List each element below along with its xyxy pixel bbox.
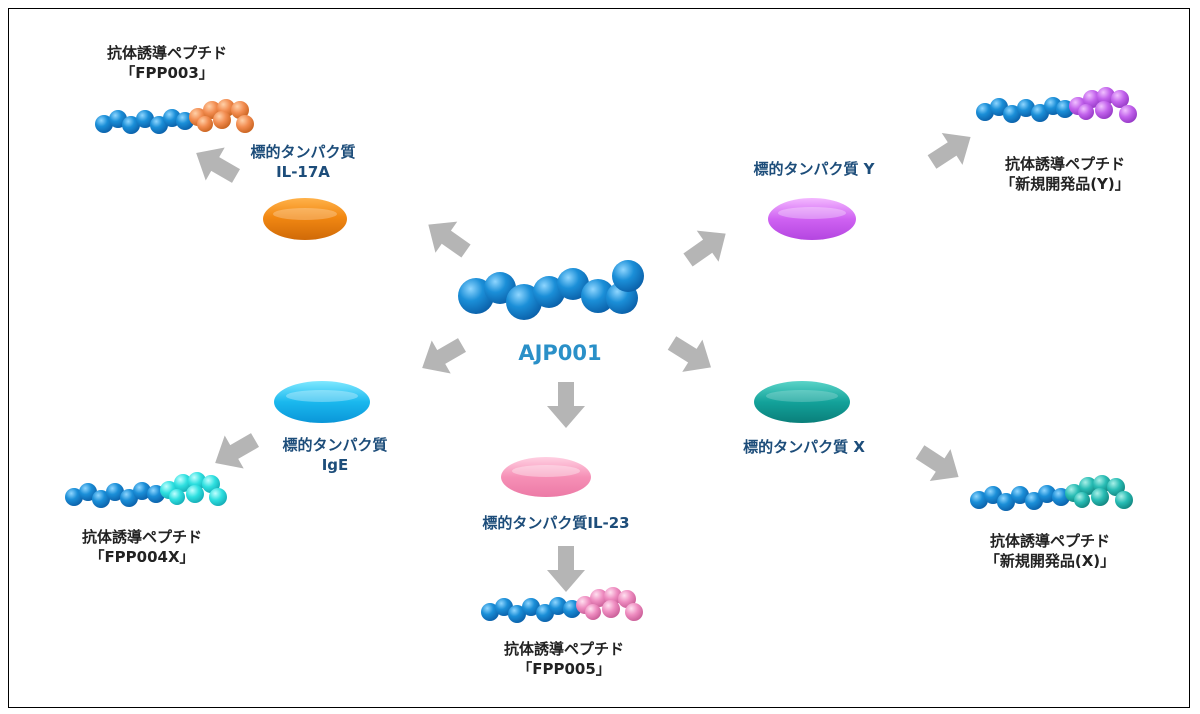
arrow-to-target-y (677, 218, 737, 276)
arrow-to-fpp005 (547, 546, 585, 592)
target-label-ige: 標的タンパク質 IgE (260, 436, 410, 475)
peptide-label-new-x: 抗体誘導ペプチド 「新規開発品(X)」 (965, 532, 1135, 571)
peptide-label-fpp003: 抗体誘導ペプチド 「FPP003」 (92, 44, 242, 83)
ajp001-text: AJP001 (518, 341, 602, 365)
new-y-line1: 抗体誘導ペプチド (1004, 155, 1125, 173)
target-label-il17a: 標的タンパク質 IL-17A (228, 143, 378, 182)
target-ellipse-y-icon (768, 198, 856, 240)
peptide-chain-fpp003-icon (95, 99, 254, 134)
peptide-label-new-y: 抗体誘導ペプチド 「新規開発品(Y)」 (980, 155, 1150, 194)
target-il23-line1: 標的タンパク質IL-23 (482, 514, 630, 532)
arrow-to-new-y (921, 121, 981, 178)
arrow-to-new-x (909, 436, 969, 493)
target-ige-line2: IgE (321, 455, 349, 474)
target-label-y: 標的タンパク質 Y (734, 160, 894, 180)
new-x-line1: 抗体誘導ペプチド (989, 532, 1110, 550)
peptide-chain-new-y-icon (976, 87, 1137, 123)
arrow-to-ige (412, 328, 472, 385)
target-ellipse-il17a-icon (263, 198, 347, 240)
target-label-x: 標的タンパク質 X (724, 438, 884, 458)
new-x-line2: 「新規開発品(X)」 (984, 551, 1116, 570)
fpp005-line2: 「FPP005」 (517, 659, 611, 678)
arrow-to-il17a (417, 209, 477, 267)
fpp004x-line2: 「FPP004X」 (89, 547, 195, 566)
fpp003-line1: 抗体誘導ペプチド (106, 44, 227, 62)
ajp001-molecule-icon (458, 260, 644, 320)
peptide-label-fpp004x: 抗体誘導ペプチド 「FPP004X」 (62, 528, 222, 567)
fpp005-line1: 抗体誘導ペプチド (503, 640, 624, 658)
target-ige-line1: 標的タンパク質 (282, 436, 388, 454)
fpp003-line2: 「FPP003」 (120, 63, 214, 82)
peptide-chain-new-x-icon (970, 475, 1133, 511)
target-il17a-line2: IL-17A (276, 162, 330, 181)
fpp004x-line1: 抗体誘導ペプチド (81, 528, 202, 546)
arrow-to-target-x (661, 326, 722, 384)
target-ellipse-x-icon (754, 381, 850, 423)
target-ellipse-il23-icon (501, 457, 591, 497)
target-x-line1: 標的タンパク質 X (743, 438, 865, 456)
new-y-line2: 「新規開発品(Y)」 (1000, 174, 1130, 193)
arrow-to-fpp004x (205, 423, 265, 480)
peptide-chain-fpp005-icon (481, 587, 643, 623)
arrow-to-il23 (547, 382, 585, 428)
ajp001-label: AJP001 (490, 340, 630, 367)
target-ellipse-ige-icon (274, 381, 370, 423)
target-label-il23: 標的タンパク質IL-23 (466, 514, 646, 534)
peptide-label-fpp005: 抗体誘導ペプチド 「FPP005」 (484, 640, 644, 679)
peptide-chain-fpp004x-icon (65, 472, 227, 508)
target-il17a-line1: 標的タンパク質 (250, 143, 356, 161)
target-y-line1: 標的タンパク質 Y (753, 160, 875, 178)
